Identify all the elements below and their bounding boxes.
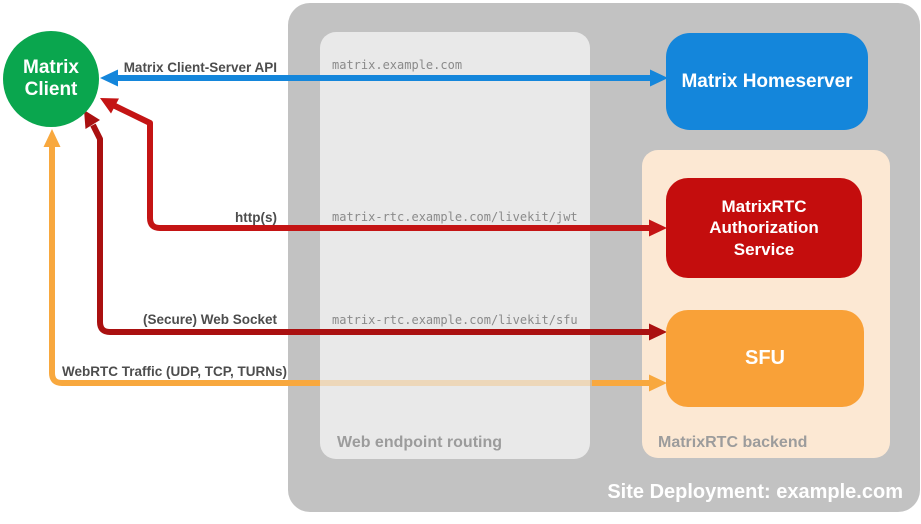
web-endpoint-routing-container: Web endpoint routing <box>320 32 590 459</box>
jwt-endpoint-url: matrix-rtc.example.com/livekit/jwt <box>332 210 578 224</box>
matrix-client-node: Matrix Client <box>3 31 99 127</box>
http-label: http(s) <box>235 210 277 225</box>
client-server-api-label: Matrix Client-Server API <box>123 60 277 75</box>
webrtc-traffic-label: WebRTC Traffic (UDP, TCP, TURNs) <box>62 364 288 379</box>
homeserver-endpoint-url: matrix.example.com <box>332 58 463 72</box>
websocket-label: (Secure) Web Socket <box>142 312 277 327</box>
site-deployment-caption: Site Deployment: example.com <box>607 481 903 503</box>
matrix-homeserver-node: Matrix Homeserver <box>666 33 868 130</box>
matrixrtc-authorization-service-node: MatrixRTC Authorization Service <box>666 178 862 278</box>
web-endpoint-routing-caption: Web endpoint routing <box>337 434 503 451</box>
matrixrtc-backend-caption: MatrixRTC backend <box>658 434 808 451</box>
sfu-endpoint-url: matrix-rtc.example.com/livekit/sfu <box>332 313 578 327</box>
sfu-node: SFU <box>666 310 864 407</box>
